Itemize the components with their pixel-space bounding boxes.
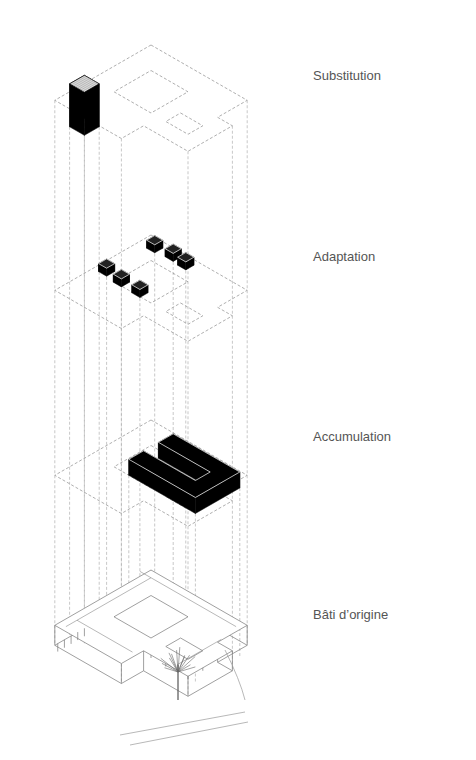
projection-line [84, 135, 85, 645]
insertion-cube [178, 253, 194, 270]
projection-line [154, 244, 155, 599]
plan-outline [114, 261, 188, 304]
plan-outline [55, 420, 247, 526]
post [71, 636, 72, 644]
projection-lines [55, 100, 247, 696]
roof-hatch [73, 77, 88, 86]
post [84, 628, 85, 636]
layer-label: Adaptation [311, 249, 377, 265]
projection-line [185, 261, 186, 616]
tree-branch [178, 655, 190, 672]
post [64, 640, 65, 648]
projection-line [121, 278, 122, 633]
plan-outline [55, 235, 247, 341]
insertion-cube [132, 280, 148, 297]
building-edge [121, 664, 122, 684]
building-outline [114, 596, 188, 639]
roof-ridge [77, 620, 133, 652]
plan-outline [166, 303, 203, 324]
projection-line [99, 127, 100, 637]
volume-top [99, 259, 115, 268]
roof-ridge [177, 639, 221, 665]
building-outline [55, 570, 247, 676]
building-edge [54, 625, 55, 645]
existing-building [55, 570, 248, 745]
roof-hatch [79, 81, 94, 90]
projection-line [69, 127, 70, 637]
tree [161, 647, 196, 700]
roof-hatch [81, 82, 96, 91]
tower-volume [70, 75, 100, 135]
roof-ridge [140, 571, 236, 626]
volume-top [70, 75, 100, 92]
ground-line [120, 650, 248, 745]
plan-outline [55, 45, 247, 151]
tree-branch [178, 667, 195, 672]
extension-volume [129, 434, 240, 514]
volume-top [165, 244, 181, 253]
plan-outline [166, 113, 203, 134]
projection-line [54, 100, 55, 645]
tree-branch [177, 650, 178, 672]
insertion-cube [113, 270, 129, 287]
layer-label: Substitution [311, 68, 383, 84]
layer-label: Accumulation [311, 429, 393, 445]
layer-plans [55, 45, 247, 526]
volume-top [178, 253, 194, 262]
roof-hatch [71, 76, 86, 85]
volume-top [113, 270, 129, 279]
roof-ridge [66, 578, 151, 627]
building-edge [247, 625, 248, 645]
building-edge [143, 651, 144, 671]
projection-line [173, 252, 174, 607]
post [57, 644, 58, 652]
projection-line [239, 488, 240, 658]
insertion-cube [147, 236, 163, 253]
roof-hatch [83, 83, 98, 92]
volume-top [132, 280, 148, 289]
tree-branch [178, 665, 190, 672]
layer-label: Bâti d’origine [311, 607, 390, 623]
building-edge [232, 651, 233, 671]
post [77, 632, 78, 640]
roof-hatch [75, 78, 90, 87]
tree-branch [169, 653, 178, 672]
volume-top [147, 236, 163, 245]
volume-top [129, 434, 240, 498]
plan-outline [114, 71, 188, 114]
projection-line [247, 100, 248, 645]
roof-hatch [77, 80, 92, 89]
projection-line [232, 126, 233, 671]
insertion-cube [99, 259, 115, 276]
volume-face [84, 84, 99, 136]
volumes [70, 75, 240, 513]
tree-branch [178, 656, 195, 672]
